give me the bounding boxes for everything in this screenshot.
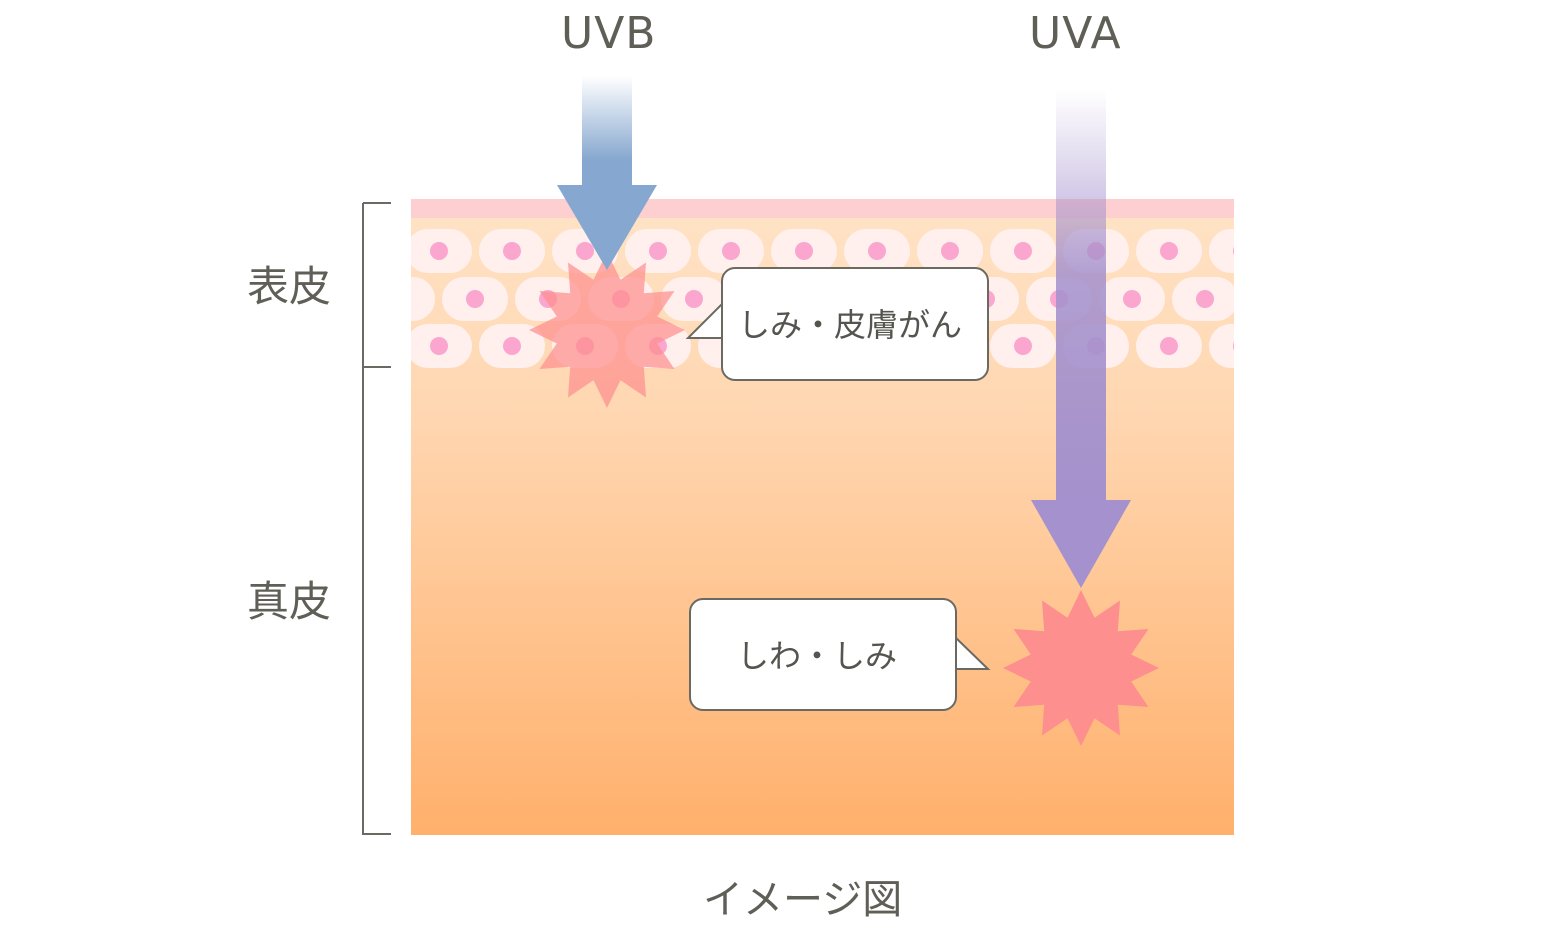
- uva-arrow: [1031, 90, 1131, 588]
- cell-nucleus: [1233, 246, 1234, 256]
- epidermis-cell: [1209, 229, 1234, 273]
- cell-nucleus: [576, 242, 594, 260]
- cell-nucleus: [430, 242, 448, 260]
- surface-strip: [411, 199, 1234, 218]
- cell-nucleus: [1014, 242, 1032, 260]
- uva-damage-burst-icon: [1003, 590, 1159, 746]
- epidermis-effect-text: しみ・皮膚がん: [738, 306, 963, 344]
- dermis-effect-text: しわ・しみ: [737, 637, 898, 675]
- cell-nucleus: [503, 242, 521, 260]
- cell-nucleus: [1196, 290, 1214, 308]
- uva-arrow-shaft: [1056, 90, 1106, 502]
- cell-nucleus: [1160, 337, 1178, 355]
- epidermis-cell: [1209, 324, 1234, 368]
- uva-label: UVA: [1029, 8, 1122, 59]
- cell-nucleus: [795, 242, 813, 260]
- cell-nucleus: [1123, 290, 1141, 308]
- diagram-caption: イメージ図: [703, 877, 903, 923]
- cell-nucleus: [868, 242, 886, 260]
- dermis-effect-bubble: しわ・しみ: [689, 598, 957, 711]
- cell-nucleus: [649, 242, 667, 260]
- uvb-arrow: [557, 76, 657, 270]
- layer-bracket: [362, 202, 391, 835]
- uvb-damage-burst-icon: [529, 252, 685, 408]
- epidermis-effect-bubble: しみ・皮膚がん: [721, 267, 989, 381]
- cell-nucleus: [430, 337, 448, 355]
- cell-nucleus: [1269, 290, 1287, 308]
- epidermis-cell: [411, 277, 435, 321]
- cell-nucleus: [941, 242, 959, 260]
- cell-nucleus: [1233, 341, 1234, 351]
- uvb-arrow-head: [557, 185, 657, 270]
- uvb-label: UVB: [561, 8, 657, 59]
- uvb-arrow-shaft: [582, 76, 632, 188]
- cell-nucleus: [722, 242, 740, 260]
- uva-arrow-head: [1031, 500, 1131, 588]
- cell-nucleus: [503, 337, 521, 355]
- epidermis-cell: [1245, 277, 1311, 321]
- cell-nucleus: [1014, 337, 1032, 355]
- cell-nucleus: [393, 290, 411, 308]
- epidermis-label: 表皮: [247, 262, 332, 311]
- cell-nucleus: [1160, 242, 1178, 260]
- cell-nucleus: [466, 290, 484, 308]
- dermis-label: 真皮: [247, 577, 332, 626]
- cell-nucleus: [685, 290, 703, 308]
